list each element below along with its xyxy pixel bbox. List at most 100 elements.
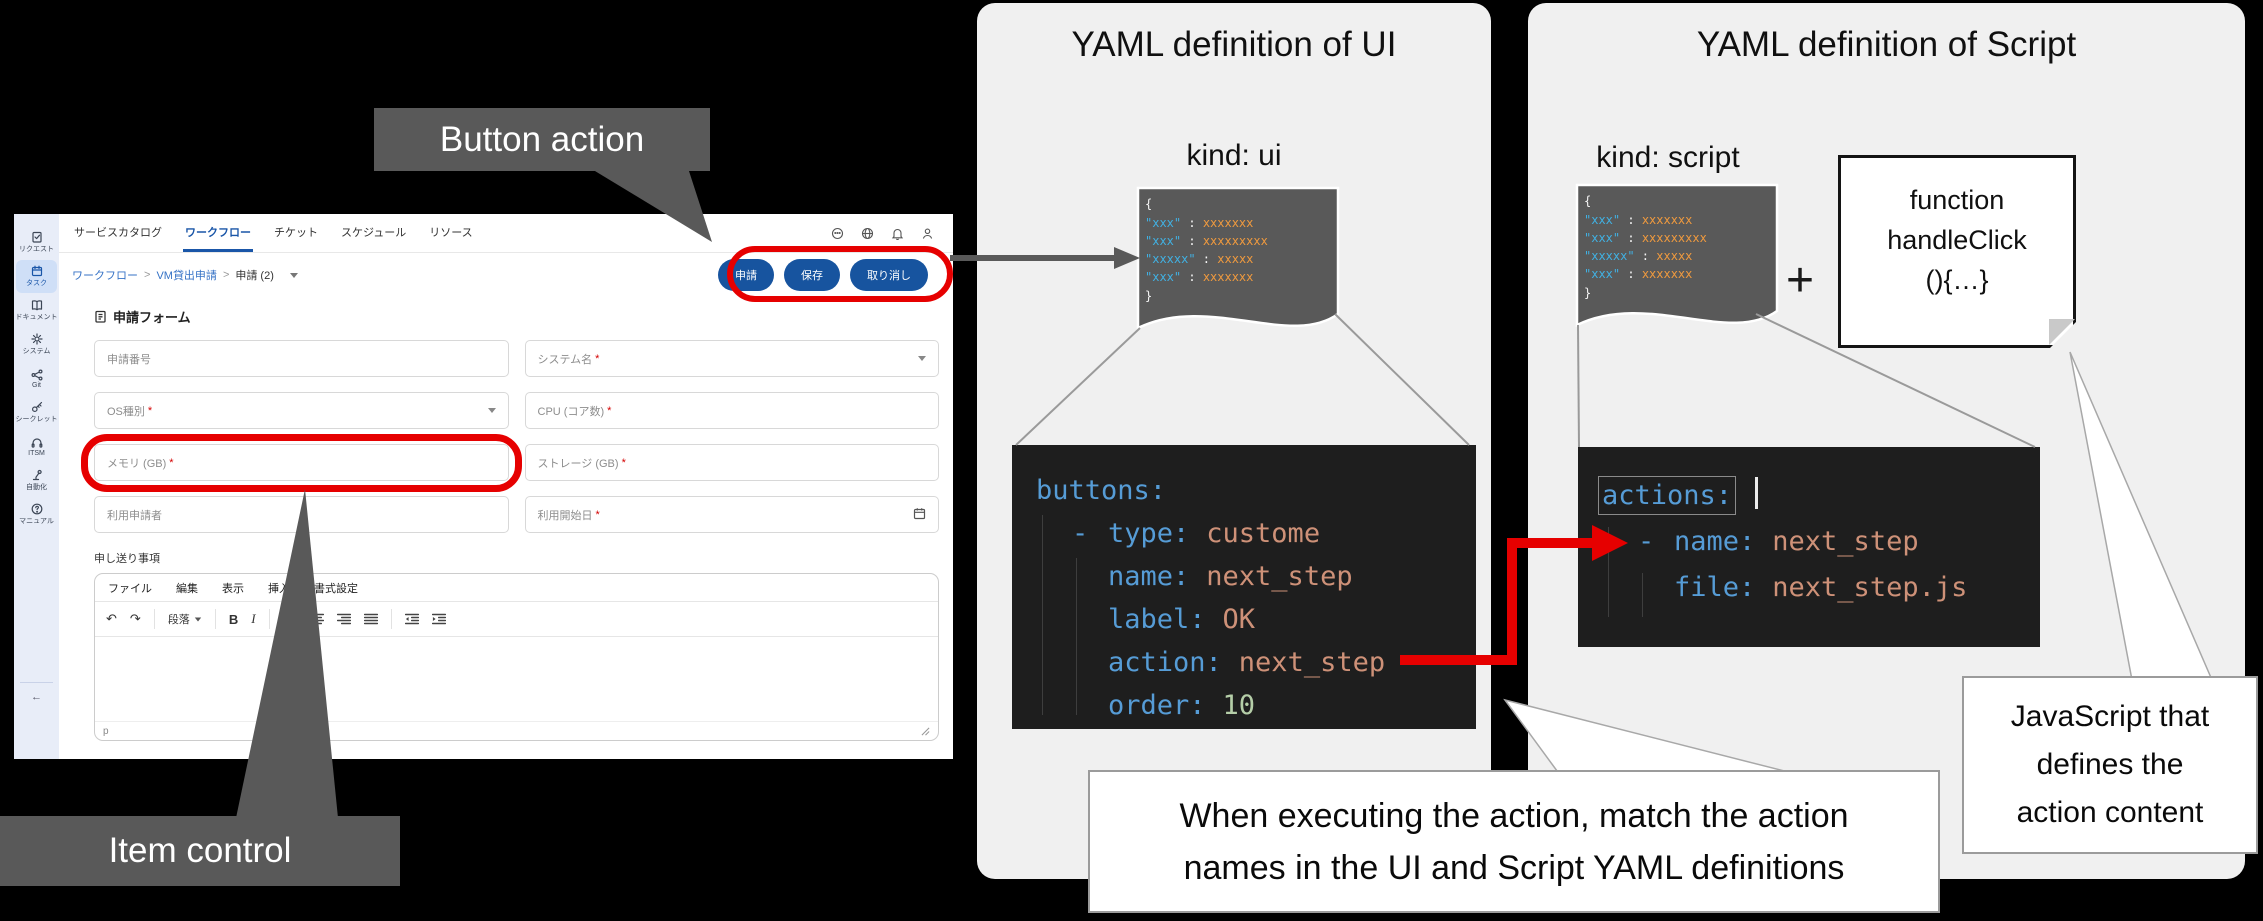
field-label: ストレージ (GB) (537, 457, 619, 470)
editor-content-area[interactable] (95, 637, 938, 721)
svg-text:"xxxxx" : xxxxx: "xxxxx" : xxxxx (1145, 252, 1253, 266)
toolbar-divider (268, 609, 270, 629)
feedback-icon[interactable] (831, 227, 844, 240)
svg-text:"xxxxx" : xxxxx: "xxxxx" : xxxxx (1584, 249, 1692, 263)
field-start-date[interactable]: 利用開始日* (524, 496, 939, 533)
breadcrumb-current: 申請 (2) (235, 270, 274, 282)
app-main: サービスカタログ ワークフロー チケット スケジュール リソース ワークフロー … (59, 214, 953, 759)
user-icon[interactable] (921, 227, 934, 240)
redo-icon[interactable]: ↷ (129, 611, 141, 626)
cancel-button[interactable]: 取り消し (850, 259, 928, 291)
right-callout-line: defines the (2036, 748, 2184, 781)
bottom-callout-line: When executing the action, match the act… (1179, 796, 1849, 835)
sidebar-item-task[interactable]: タスク (16, 260, 57, 293)
svg-text:"xxx" : xxxxxxx: "xxx" : xxxxxxx (1145, 216, 1253, 230)
nav-service-catalog[interactable]: サービスカタログ (74, 226, 162, 239)
calendar-picker-icon[interactable] (913, 507, 926, 523)
breadcrumb-vm-request[interactable]: VM貸出申請 (156, 270, 217, 282)
svg-text:{: { (1145, 197, 1152, 211)
sidebar-item-manual[interactable]: マニュアル (16, 498, 57, 531)
nav-workflow[interactable]: ワークフロー (183, 214, 253, 252)
header-icons (831, 214, 934, 252)
field-applicant[interactable]: 利用申請者 (94, 496, 509, 533)
ui-panel-title: YAML definition of UI (1071, 25, 1397, 64)
breadcrumb-workflow[interactable]: ワークフロー (72, 270, 138, 282)
script-kind-label: kind: script (1596, 141, 1740, 174)
right-callout-line: JavaScript that (2010, 700, 2210, 733)
svg-text:{: { (1584, 194, 1591, 208)
sidebar-item-label: 自動化 (26, 484, 47, 491)
globe-icon[interactable] (861, 227, 874, 240)
book-icon (31, 300, 42, 311)
breadcrumb-separator: > (222, 269, 230, 281)
undo-icon[interactable]: ↶ (106, 611, 117, 626)
field-label: システム名 (537, 353, 593, 366)
right-callout: JavaScript that defines the action conte… (1962, 676, 2258, 854)
align-center-icon[interactable] (309, 613, 324, 625)
function-note-line: (){…} (1925, 265, 1989, 295)
field-memory-gb[interactable]: メモリ (GB)* (94, 444, 509, 481)
submit-button[interactable]: 申請 (718, 259, 774, 291)
sidebar-item-label: Git (32, 381, 41, 389)
sidebar-item-automation[interactable]: 自動化 (16, 464, 57, 497)
menu-file[interactable]: ファイル (108, 583, 152, 595)
form-action-buttons: 申請 保存 取り消し (718, 259, 928, 291)
sidebar-item-label: マニュアル (19, 518, 54, 525)
menu-insert[interactable]: 挿入 (268, 583, 290, 595)
ui-yaml-code-block: buttons: -type:custome name:next_step la… (1012, 445, 1476, 729)
resize-handle-icon[interactable] (921, 727, 930, 736)
bottom-callout-line: names in the UI and Script YAML definiti… (1183, 848, 1845, 887)
menu-edit[interactable]: 編集 (176, 583, 198, 595)
svg-text:"xxx" : xxxxxxx: "xxx" : xxxxxxx (1584, 267, 1692, 281)
select-caret-icon[interactable] (487, 408, 496, 413)
field-label: OS種別 (107, 405, 145, 418)
field-storage-gb[interactable]: ストレージ (GB)* (524, 444, 939, 481)
sidebar-item-request[interactable]: リクエスト (16, 226, 57, 259)
field-system-name[interactable]: システム名* (524, 340, 939, 377)
gear-icon (30, 333, 43, 345)
align-left-icon[interactable] (282, 613, 297, 625)
indent-icon[interactable] (431, 613, 446, 625)
editor-menubar: ファイル 編集 表示 挿入 書式設定 (95, 574, 938, 601)
yaml-root-key: buttons: (1036, 475, 1167, 506)
sidebar-item-itsm[interactable]: ITSM (16, 430, 57, 463)
menu-format[interactable]: 書式設定 (314, 583, 358, 595)
italic-icon[interactable]: I (251, 611, 256, 626)
field-label: 利用開始日 (537, 509, 593, 522)
svg-text:"xxx" : xxxxxxx: "xxx" : xxxxxxx (1145, 270, 1253, 284)
save-button[interactable]: 保存 (784, 259, 840, 291)
bold-icon[interactable]: B (228, 611, 239, 627)
menu-view[interactable]: 表示 (222, 583, 244, 595)
sidebar-collapse-button[interactable]: ← (20, 682, 53, 703)
field-os-type[interactable]: OS種別* (94, 392, 509, 429)
rich-text-editor: ファイル 編集 表示 挿入 書式設定 ↶ ↷ 段落 B I (94, 573, 939, 741)
sidebar-item-system[interactable]: システム (16, 328, 57, 361)
ui-kind-label: kind: ui (1186, 139, 1282, 172)
sidebar-item-label: リクエスト (19, 246, 54, 253)
app-sidebar: リクエスト タスク ドキュメント システム Git シークレット (14, 214, 59, 759)
toolbar-divider (153, 609, 155, 629)
field-application-number[interactable]: 申請番号 (94, 340, 509, 377)
nav-resource[interactable]: リソース (429, 226, 473, 239)
sidebar-item-secret[interactable]: シークレット (15, 396, 58, 429)
ui-yaml-document-icon: { "xxx" : xxxxxxx "xxx" : xxxxxxxxx "xxx… (1136, 186, 1340, 330)
nav-ticket[interactable]: チケット (274, 226, 318, 239)
script-panel-title: YAML definition of Script (1696, 25, 2077, 64)
nav-schedule[interactable]: スケジュール (341, 226, 407, 239)
sidebar-item-document[interactable]: ドキュメント (16, 294, 58, 327)
bell-icon[interactable] (891, 227, 904, 240)
breadcrumb-dropdown-caret[interactable] (289, 272, 298, 278)
align-right-icon[interactable] (336, 613, 351, 625)
share-network-icon (31, 369, 43, 381)
breadcrumb-separator: > (144, 269, 151, 281)
sidebar-item-label: シークレット (15, 416, 58, 423)
outdent-icon[interactable] (404, 613, 419, 625)
sidebar-item-git[interactable]: Git (16, 362, 57, 395)
toolbar-divider (214, 609, 216, 629)
select-caret-icon[interactable] (918, 356, 926, 361)
align-justify-icon[interactable] (363, 613, 378, 625)
calendar-icon (31, 265, 42, 277)
paragraph-style-dropdown[interactable]: 段落 (168, 611, 202, 627)
field-cpu-cores[interactable]: CPU (コア数)* (524, 392, 939, 429)
